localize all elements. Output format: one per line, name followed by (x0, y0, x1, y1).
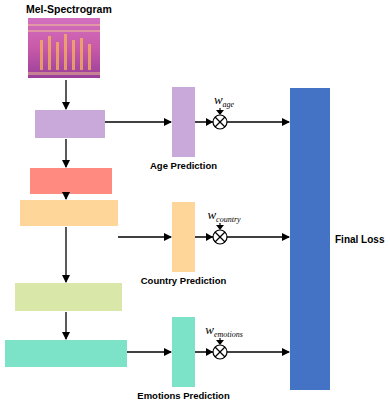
prediction-bar: Country Prediction (172, 202, 195, 272)
flow-arrow (127, 351, 171, 352)
weight-symbol: w (207, 207, 216, 222)
layer-block (30, 168, 112, 194)
loss-label: Final Loss (335, 234, 384, 245)
flow-arrow (65, 194, 66, 199)
weight-subscript: age (223, 100, 235, 109)
prediction-bar: Emotions Prediction (172, 317, 195, 387)
weight-label: wage (214, 92, 234, 109)
weight-subscript: country (216, 215, 240, 224)
layer-block (5, 340, 127, 367)
prediction-label: Country Prediction (141, 275, 227, 286)
flow-arrow (118, 236, 171, 237)
layer-block (35, 110, 105, 138)
image-title: Mel-Spectrogram (26, 3, 112, 15)
flow-arrow (65, 227, 66, 282)
multiply-symbol (206, 338, 227, 359)
multiply-symbol (206, 108, 227, 129)
flow-arrow (105, 121, 171, 122)
weight-symbol: w (205, 322, 214, 337)
prediction-label: Emotions Prediction (137, 390, 229, 401)
weight-label: wcountry (207, 207, 240, 224)
spectrogram-image (28, 18, 100, 78)
layer-block (20, 200, 118, 226)
weight-symbol: w (214, 92, 223, 107)
flow-arrow (65, 80, 66, 109)
layer-block (15, 283, 122, 311)
flow-arrow (65, 312, 66, 339)
loss-bar: Final Loss (290, 88, 330, 390)
prediction-label: Age Prediction (150, 160, 217, 171)
prediction-bar: Age Prediction (172, 87, 195, 157)
weight-subscript: emotions (214, 330, 243, 339)
flow-arrow (65, 139, 66, 167)
multiply-symbol (206, 223, 227, 244)
weight-label: wemotions (205, 322, 243, 339)
